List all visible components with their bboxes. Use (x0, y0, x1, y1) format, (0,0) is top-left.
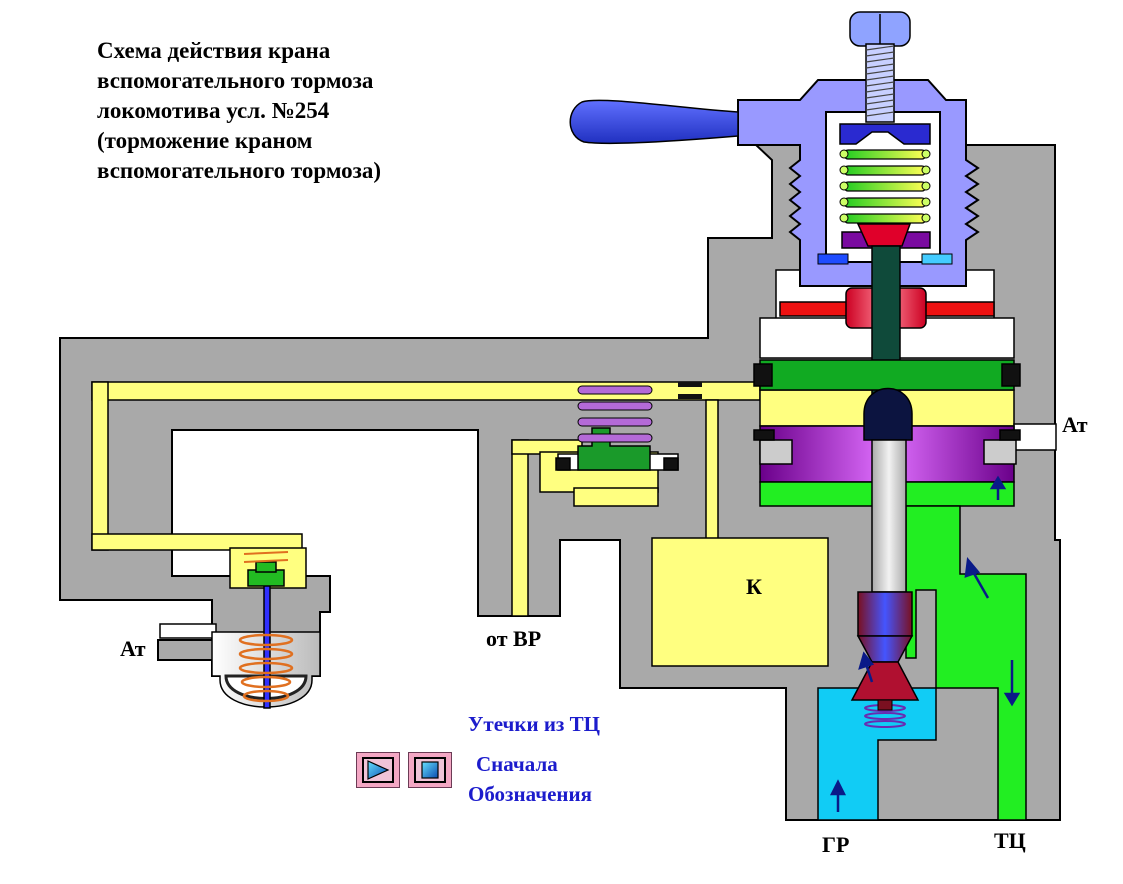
diagram-title: Схема действия крана вспомогательного то… (97, 36, 517, 186)
title-line-3: локомотива усл. №254 (97, 98, 330, 123)
legend-link[interactable]: Обозначения (468, 782, 592, 806)
title-line-1: Схема действия крана (97, 38, 331, 63)
label-at-left: Ат (120, 636, 146, 661)
seal-left (817, 253, 849, 265)
central-rod (871, 439, 907, 593)
lower-valve (850, 591, 920, 701)
rod-head (863, 387, 913, 441)
left-small-spring (243, 551, 289, 563)
small-piston-spring (577, 385, 653, 443)
red-valve-cone (856, 223, 912, 247)
main-spring-ends (839, 149, 931, 223)
spring-cup-top (839, 123, 931, 145)
handle-lever (569, 99, 739, 145)
flow-arrows (829, 475, 1021, 812)
label-chamber-k: К (746, 574, 762, 599)
label-tc: ТЦ (994, 828, 1026, 853)
channel-seals (678, 382, 702, 399)
play-button[interactable] (356, 752, 400, 788)
play-triangle-icon (367, 760, 390, 780)
title-line-2: вспомогательного тормоза (97, 68, 374, 93)
left-check-spring (238, 633, 294, 703)
start-link[interactable]: Сначала (476, 752, 558, 776)
label-gr: ГР (822, 832, 850, 857)
label-at-right: Ат (1062, 412, 1088, 437)
stop-square-icon (421, 761, 439, 779)
title-line-4: (торможение краном (97, 128, 313, 153)
seal-right (921, 253, 953, 265)
stop-button[interactable] (408, 752, 452, 788)
leaks-link[interactable]: Утечки из ТЦ (468, 712, 600, 736)
top-bolt (849, 11, 911, 123)
label-from-vr: от ВР (486, 626, 542, 651)
green-diaphragm (753, 359, 1021, 391)
lower-valve-spring (864, 699, 906, 728)
title-line-5: вспомогательного тормоза) (97, 158, 382, 183)
gr-channel-cyan (817, 687, 937, 821)
